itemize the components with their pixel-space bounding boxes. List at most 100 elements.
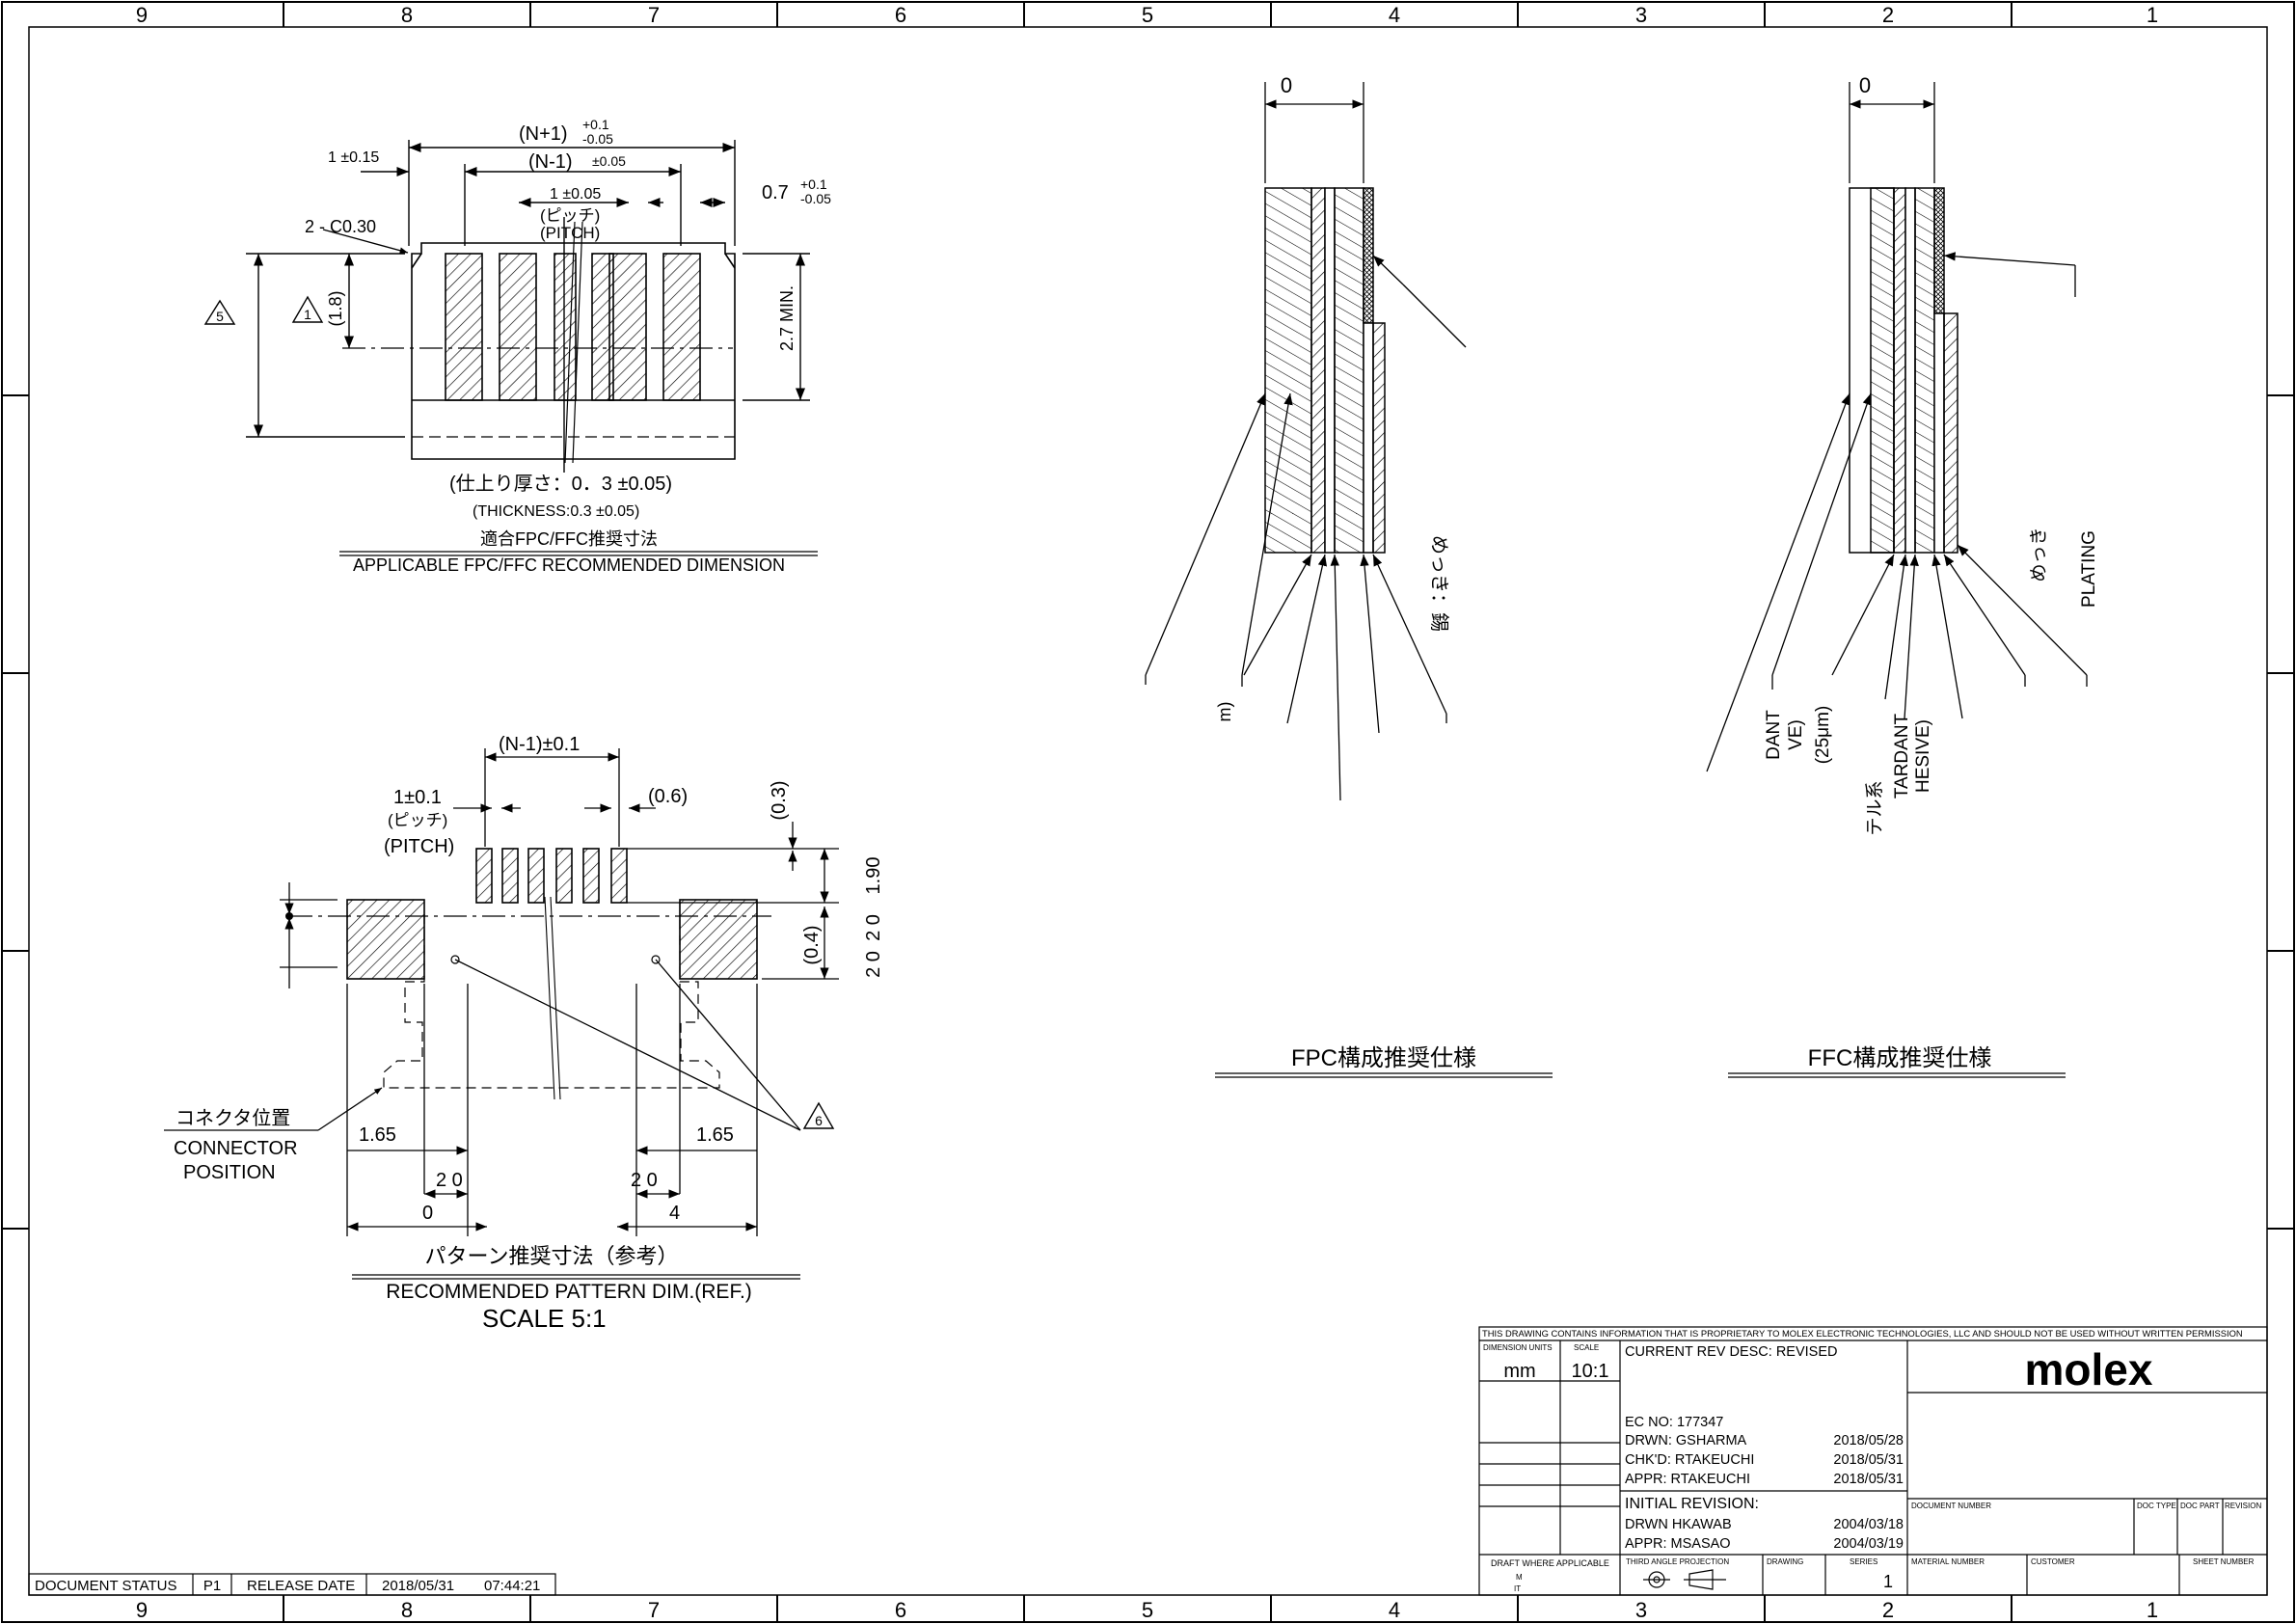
zone-label: 2 — [1882, 1598, 1894, 1622]
customer-label: CUSTOMER — [2031, 1557, 2075, 1566]
dim-n-plus-1-tol-minus: -0.05 — [582, 131, 613, 147]
pcb-dim-zero-three: (0.3) — [769, 780, 790, 820]
zone-label: 4 — [1389, 1598, 1400, 1622]
dim-n-minus-1-tol: ±0.05 — [592, 153, 626, 169]
ffc-plating-label: PLATING — [2079, 530, 2099, 608]
pcb-dim-n-minus-1: (N-1)±0.1 — [499, 734, 580, 755]
dim-units-label: DIMENSION UNITS — [1483, 1343, 1553, 1352]
dim-zero-seven-tol-plus: +0.1 — [800, 176, 827, 192]
proprietary-notice: THIS DRAWING CONTAINS INFORMATION THAT I… — [1482, 1328, 2243, 1339]
dim-zero-seven-tol-minus: -0.05 — [800, 191, 831, 206]
doc-type-label: DOC TYPE — [2137, 1502, 2176, 1510]
draft-label: DRAFT WHERE APPLICABLE — [1491, 1558, 1609, 1568]
release-date-label: RELEASE DATE — [247, 1578, 355, 1594]
zone-labels-bottom: 9 8 7 6 5 4 3 2 1 — [136, 1598, 2158, 1622]
ffc-mekki-label: めっき — [2029, 527, 2049, 582]
triangle-6: 6 — [815, 1113, 823, 1128]
dim-two-seven: 2.7 MIN. — [777, 285, 797, 351]
release-time-value: 07:44:21 — [484, 1578, 540, 1594]
init-appr: APPR: MSASAO — [1625, 1536, 1731, 1552]
dim-n-plus-1: (N+1) — [519, 123, 568, 145]
zone-label: 3 — [1635, 1598, 1647, 1622]
zone-label: 5 — [1142, 1598, 1153, 1622]
ffc-um-label: (25μm) — [1813, 706, 1833, 765]
triangle-5: 5 — [216, 309, 224, 324]
pcb-pattern-view: (N-1)±0.1 1±0.1 (ピッチ) (PITCH) (0.6) (0.3… — [164, 734, 884, 1333]
scale-value: 10:1 — [1572, 1361, 1609, 1382]
zone-label: 8 — [401, 3, 413, 27]
appr-date: 2018/05/31 — [1833, 1472, 1904, 1487]
pcb-dim-zero-left: 0 — [422, 1203, 433, 1224]
zone-label: 6 — [895, 1598, 906, 1622]
triangle-1: 1 — [304, 307, 311, 322]
revision-label: REVISION — [2225, 1502, 2261, 1510]
pcb-dim-zero-four: (0.4) — [801, 925, 823, 964]
pcb-title-en: RECOMMENDED PATTERN DIM.(REF.) — [386, 1281, 752, 1303]
appr: APPR: RTAKEUCHI — [1625, 1472, 1750, 1487]
fpc-contacts — [445, 253, 701, 401]
zone-label: 5 — [1142, 3, 1153, 27]
molex-logo: molex — [2025, 1344, 2153, 1394]
fpc-dim-title-jp: 適合FPC/FFC推奨寸法 — [480, 529, 658, 549]
draft-m: M — [1516, 1573, 1523, 1582]
thickness-jp: (仕上り厚さ：0．3 ±0.05) — [449, 473, 672, 495]
sheet-number-label: SHEET NUMBER — [2193, 1557, 2255, 1566]
release-date-value: 2018/05/31 — [382, 1578, 454, 1594]
pcb-dim-two-zero-a: 2 0 — [863, 914, 884, 941]
chamfer-label: 2 - C0.30 — [305, 217, 376, 236]
ffc-dant-label: DANT — [1764, 710, 1784, 760]
init-drwn-date: 2004/03/18 — [1833, 1517, 1904, 1532]
pcb-pitch-en: (PITCH) — [384, 836, 454, 857]
document-status-bar: DOCUMENT STATUS P1 RELEASE DATE 2018/05/… — [28, 1573, 556, 1596]
pcb-pitch-jp: (ピッチ) — [388, 811, 447, 829]
pcb-title-jp: パターン推奨寸法（参考） — [425, 1244, 679, 1268]
pitch-jp: (ピッチ) — [540, 206, 600, 225]
initial-revision: INITIAL REVISION: — [1625, 1496, 1759, 1512]
connector-position-en-1: CONNECTOR — [174, 1138, 298, 1159]
connector-position-en-2: POSITION — [183, 1162, 276, 1183]
dim-one-015: 1 ±0.15 — [328, 149, 379, 166]
fpc-dimension-view: (N+1) +0.1 -0.05 (N-1) ±0.05 1 ±0.15 1 ±… — [203, 117, 831, 575]
zone-label: 7 — [648, 3, 660, 27]
dim-n-plus-1-tol-plus: +0.1 — [582, 117, 609, 132]
ffc-structure-title: FFC構成推奨仕様 — [1808, 1045, 1992, 1071]
pcb-dim-zero-six: (0.6) — [648, 786, 688, 807]
doc-status-label: DOCUMENT STATUS — [35, 1578, 177, 1594]
pitch-en: (PITCH) — [540, 224, 600, 242]
chkd: CHK'D: RTAKEUCHI — [1625, 1452, 1754, 1468]
pcb-dim-two-zero-left: 2 0 — [436, 1170, 463, 1191]
ffc-tardant-label: TARDANT — [1892, 713, 1912, 798]
draft-it: IT — [1514, 1584, 1521, 1593]
third-angle-projection-icon — [1643, 1569, 1726, 1590]
zone-label: 1 — [2147, 1598, 2158, 1622]
ffc-ve-label: VE) — [1786, 719, 1806, 750]
fpc-dim-zero: 0 — [1281, 73, 1292, 97]
series-label: SERIES — [1850, 1557, 1877, 1566]
zone-label: 8 — [401, 1598, 413, 1622]
pcb-dim-165-right: 1.65 — [696, 1124, 734, 1146]
title-block: THIS DRAWING CONTAINS INFORMATION THAT I… — [1478, 1326, 2268, 1596]
drwn-date: 2018/05/28 — [1833, 1433, 1904, 1448]
zone-label: 7 — [648, 1598, 660, 1622]
ffc-structure-view: 0 DANT VE) (25μm) テル系 TARDANT HESIVE) めっ… — [1706, 73, 2099, 1078]
pcb-dim-two-zero-right: 2 0 — [631, 1170, 658, 1191]
pcb-dim-one-ninety: 1.90 — [863, 857, 884, 895]
pcb-dim-two-zero-b: 2 0 — [863, 951, 884, 978]
fpc-structure-title: FPC構成推奨仕様 — [1291, 1045, 1476, 1071]
fpc-dim-title-en: APPLICABLE FPC/FFC RECOMMENDED DIMENSION — [353, 555, 785, 575]
pcb-dim-one-pitch: 1±0.1 — [393, 787, 442, 808]
dim-one-eight: (1.8) — [326, 290, 345, 326]
zone-label: 4 — [1389, 3, 1400, 27]
ffc-dim-zero: 0 — [1859, 73, 1871, 97]
zone-label: 9 — [136, 3, 148, 27]
ffc-hesive-label: HESIVE) — [1913, 719, 1933, 793]
zone-label: 1 — [2147, 3, 2158, 27]
pcb-dim-165-left: 1.65 — [359, 1124, 396, 1146]
third-angle-label: THIRD ANGLE PROJECTION — [1626, 1557, 1729, 1566]
ffc-teru-label: テル系 — [1864, 780, 1885, 835]
dim-n-minus-1: (N-1) — [528, 151, 573, 173]
drwn: DRWN: GSHARMA — [1625, 1433, 1747, 1448]
zone-labels-top: 9 8 7 6 5 4 3 2 1 — [136, 3, 2158, 27]
